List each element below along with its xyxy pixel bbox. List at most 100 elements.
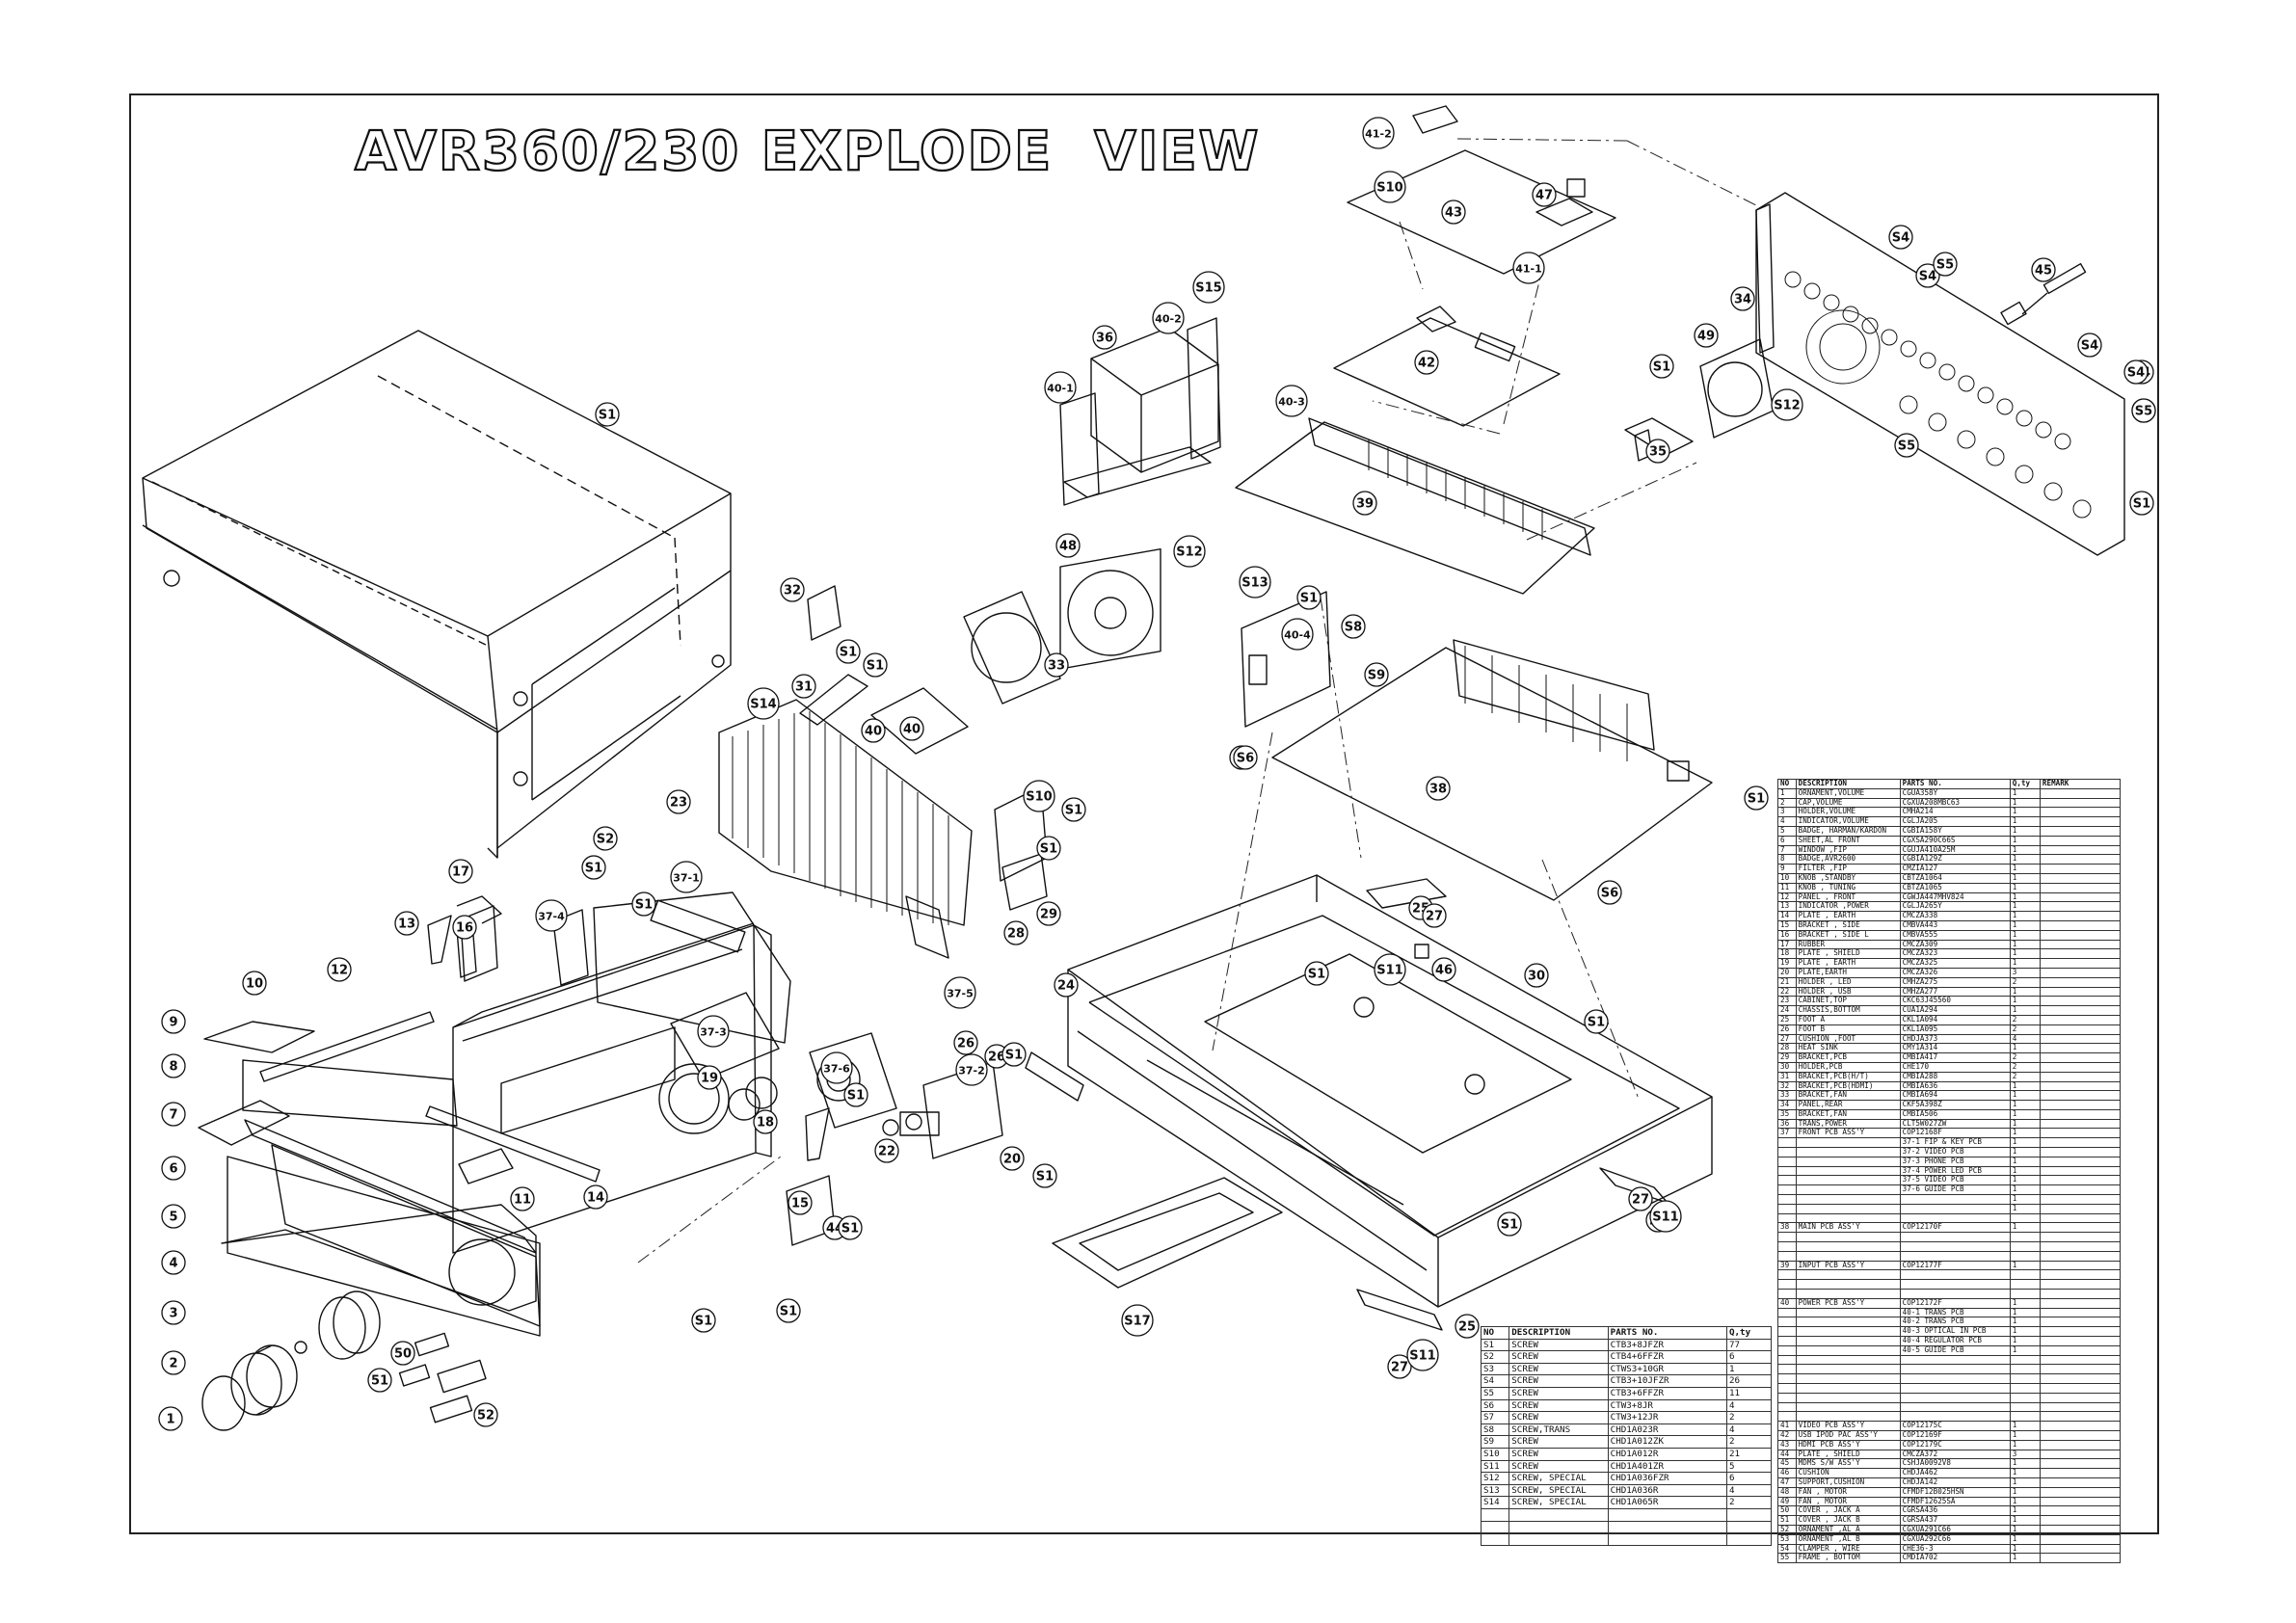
callout-s1: S1	[1036, 836, 1061, 861]
table-cell-parts-no	[1899, 1250, 2011, 1262]
table-cell-description	[1795, 1232, 1901, 1243]
table-cell-parts-no: CBTZA1064	[1899, 872, 2011, 884]
table-row	[1777, 1269, 2122, 1281]
callout-label: S17	[1124, 1315, 1150, 1329]
table-cell-remark	[2039, 929, 2122, 941]
table-cell-no	[1777, 1289, 1797, 1299]
feet	[1025, 878, 1669, 1331]
table-cell-remark	[2039, 1080, 2122, 1092]
table-cell-description: BADGE, HARMAN/KARDON	[1795, 825, 1901, 837]
table-cell-qty: 1	[2009, 816, 2041, 827]
table-cell-parts-no: CHD1A036FZR	[1607, 1472, 1727, 1485]
callout-10: 10	[242, 971, 267, 996]
table-cell-parts-no: CHD1A012ZK	[1607, 1435, 1727, 1449]
callout-label: 27	[1632, 1193, 1649, 1208]
top-cabinet	[142, 330, 732, 859]
callout-circle	[666, 789, 691, 814]
table-cell-remark	[2039, 1147, 2122, 1157]
table-cell-parts-no: CGLJA265Y	[1899, 901, 2011, 913]
callout-label: 33	[1048, 659, 1065, 674]
screw-header-parts-no: PARTS NO.	[1607, 1326, 1727, 1340]
callout-circle	[780, 577, 805, 602]
table-cell-description: HOLDER,VOLUME	[1795, 807, 1901, 818]
table-cell-description	[1795, 1373, 1901, 1384]
callout-label: 8	[169, 1060, 177, 1075]
table-cell-no	[1777, 1383, 1797, 1394]
table-cell-parts-no: CMCZA323	[1899, 948, 2011, 960]
table-cell-remark	[2039, 1439, 2122, 1450]
callout-label: 40	[903, 723, 921, 737]
table-cell-qty: 3	[2009, 1449, 2041, 1460]
table-cell-no: 50	[1777, 1505, 1797, 1517]
callout-circle	[161, 1053, 186, 1078]
table-cell-parts-no: CMBIA636	[1899, 1080, 2011, 1092]
pcb-brackets	[799, 585, 1048, 911]
volume-knob-assembly	[201, 1290, 381, 1431]
table-cell-description	[1795, 1411, 1901, 1423]
table-cell-no: 48	[1777, 1486, 1797, 1498]
table-cell-remark	[2039, 958, 2122, 969]
header-remark: REMARK	[2039, 779, 2122, 789]
table-cell-no: 7	[1777, 844, 1797, 856]
table-cell-qty: 1	[2009, 854, 2041, 865]
table-cell-qty: 1	[2009, 1515, 2041, 1526]
rear-panel	[1755, 192, 2125, 556]
table-cell-parts-no: COP12170F	[1899, 1222, 2011, 1234]
callout-label: S1	[780, 1305, 797, 1319]
table-cell-qty: 1	[2009, 1458, 2041, 1470]
callout-label: 50	[394, 1347, 412, 1362]
callout-circle	[1374, 953, 1406, 986]
table-cell-remark	[2039, 911, 2122, 921]
table-cell-description: BRACKET , SIDE	[1795, 919, 1901, 931]
table-cell-qty: 1	[2009, 911, 2041, 921]
table-cell-description: CUSHION ,FOOT	[1795, 1033, 1901, 1045]
callout-circle	[1036, 836, 1061, 861]
callout-s14: S14	[747, 687, 780, 720]
callout-label: 2	[169, 1357, 177, 1371]
callout-39: 39	[1352, 491, 1377, 516]
table-cell-remark	[2039, 1241, 2122, 1252]
callout-label: S6	[1237, 752, 1254, 766]
table-cell-remark	[2039, 1232, 2122, 1243]
callout-label: S5	[1898, 439, 1915, 454]
table-cell-remark	[2039, 1297, 2122, 1309]
header-qty: Q,ty	[2009, 779, 2041, 789]
table-cell-qty: 1	[2009, 825, 2041, 837]
callout-s11: S11	[1406, 1339, 1439, 1371]
table-cell-parts-no: CTB3+10JFZR	[1607, 1374, 1727, 1388]
callout-37-6: 37-6	[820, 1051, 853, 1084]
callout-s6: S6	[1597, 880, 1622, 905]
callout-circle	[510, 1186, 535, 1211]
table-cell-no	[1480, 1520, 1510, 1534]
table-cell-no	[1777, 1279, 1797, 1290]
table-cell-qty: 1	[2009, 1184, 2041, 1196]
callout-label: 23	[670, 796, 687, 811]
callout-label: S1	[1308, 968, 1325, 982]
callout-circle	[2077, 333, 2102, 358]
table-row	[1480, 1520, 1773, 1534]
table-cell-remark	[2039, 787, 2122, 799]
regulator-pcb	[1241, 591, 1331, 728]
table-cell-parts-no: CHD1A012R	[1607, 1447, 1727, 1461]
table-cell-qty: 1	[2009, 1297, 2041, 1309]
table-cell-qty: 1	[2009, 1543, 2041, 1555]
table-row	[1777, 1411, 2122, 1423]
callout-label: 35	[1649, 445, 1667, 460]
callout-circle	[161, 1102, 186, 1127]
callout-circle	[1173, 535, 1206, 568]
table-cell-no: 3	[1777, 807, 1797, 818]
table-cell-description: BRACKET , SIDE L	[1795, 929, 1901, 941]
table-cell-parts-no: CGLJA205	[1899, 816, 2011, 827]
callout-37-1: 37-1	[670, 861, 703, 893]
table-cell-no	[1777, 1411, 1797, 1423]
callout-label: 32	[784, 584, 801, 599]
table-cell-qty: 4	[1725, 1423, 1773, 1437]
